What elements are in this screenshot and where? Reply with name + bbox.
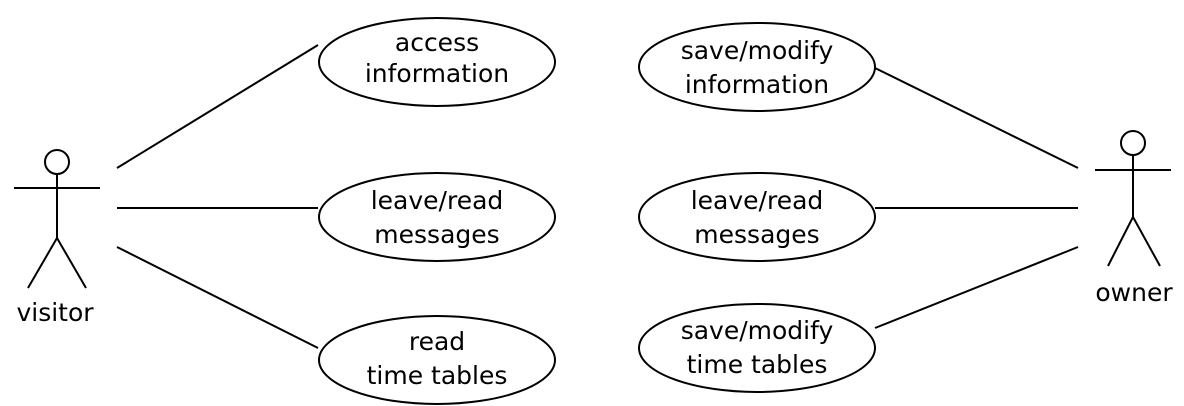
use-case-ellipse (318, 17, 556, 107)
use-case-ellipse (318, 315, 556, 405)
use-case-label-line1: leave/read (371, 186, 504, 215)
use-case-label-line2: messages (694, 220, 819, 249)
actor-visitor-label: visitor (16, 298, 94, 327)
use-case-visitor-leave-read-messages: leave/read messages (318, 172, 556, 262)
association-visitor-access-information (116, 44, 319, 169)
use-case-save-modify-time-tables: save/modify time tables (638, 303, 876, 393)
association-visitor-read-time-tables (116, 246, 319, 349)
use-case-label-line2: time tables (367, 361, 508, 390)
use-case-ellipse (638, 172, 876, 262)
actor-head (1120, 130, 1146, 156)
use-case-ellipse (638, 303, 876, 393)
use-case-read-time-tables: read time tables (318, 315, 556, 405)
use-case-save-modify-information: save/modify information (638, 22, 876, 112)
use-case-label-line2: messages (374, 220, 499, 249)
use-case-label-line1: save/modify (681, 316, 834, 345)
use-case-label-line1: save/modify (681, 36, 834, 65)
actor-left-leg (27, 237, 58, 289)
use-case-label-line1: leave/read (691, 186, 824, 215)
actor-right-leg (56, 237, 87, 289)
actor-right-leg (1132, 216, 1161, 267)
use-case-ellipse (638, 22, 876, 112)
actor-visitor: visitor (14, 149, 100, 327)
use-case-label-line2: time tables (687, 350, 828, 379)
association-owner-save-modify-time-tables (874, 246, 1079, 329)
actor-owner: owner (1095, 130, 1173, 307)
actor-owner-label: owner (1095, 278, 1173, 307)
use-case-label-line2: information (365, 59, 509, 88)
association-owner-save-modify-information (874, 67, 1079, 169)
use-case-owner-leave-read-messages: leave/read messages (638, 172, 876, 262)
use-case-label-line1: read (409, 327, 465, 356)
use-case-ellipse (318, 172, 556, 262)
actor-head (44, 149, 70, 175)
use-case-access-information: access information (318, 17, 556, 107)
use-case-label-line2: information (685, 70, 829, 99)
use-case-label-line1: access (395, 28, 479, 57)
actor-left-leg (1107, 216, 1134, 267)
